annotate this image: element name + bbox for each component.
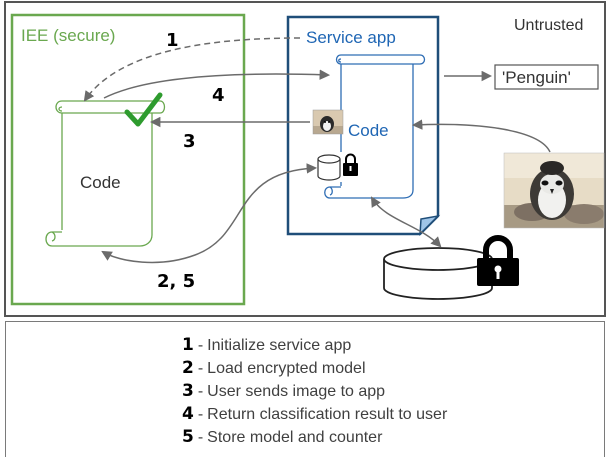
legend-item-separator: - [197,337,204,354]
legend-item-separator: - [197,406,204,423]
penguin-input-image [504,153,604,228]
untrusted-region [4,1,606,317]
legend-item: 1-Initialize service app [182,334,447,357]
user-sends-image-arrow [411,119,551,153]
large-lock-icon [477,235,519,286]
legend-item-text: Store model and counter [207,429,383,446]
legend-item-number: 2 [182,358,194,378]
legend-item-number: 4 [182,404,194,424]
storage-arrow [370,196,442,248]
legend-item: 5-Store model and counter [182,426,447,449]
legend-item-separator: - [197,383,204,400]
return-result-to-service-arrow [103,69,331,99]
service-code-label: Code [348,121,389,140]
initialize-arrow [83,37,301,102]
step-label-load-store: 2, 5 [157,271,195,292]
step-label-return-result: 4 [212,85,225,106]
legend-item: 2-Load encrypted model [182,357,447,380]
step-label-initialize: 1 [166,30,179,51]
legend-item-text: Initialize service app [207,337,352,354]
classification-output-label: 'Penguin' [502,68,571,87]
legend-item-text: Load encrypted model [207,360,366,377]
service-app-label: Service app [306,28,396,47]
classification-output-box [494,64,599,90]
step-label-send-image: 3 [183,131,196,152]
iee-secure-region [10,13,246,306]
penguin-thumbnail-image [313,110,343,134]
legend-item: 4-Return classification result to user [182,403,447,426]
legend-item-number: 3 [182,381,194,401]
legend-item-separator: - [197,360,204,377]
page-fold-icon [419,214,441,236]
legend-item: 3-User sends image to app [182,380,447,403]
iee-label: IEE (secure) [21,26,115,45]
encrypted-database-icon [383,247,493,300]
legend-item-number: 1 [182,335,194,355]
legend-item-separator: - [197,429,204,446]
load-store-model-arrow [101,163,318,264]
small-lock-icon [343,153,358,176]
legend-item-number: 5 [182,427,194,447]
checkmark-icon [124,92,163,127]
untrusted-label: Untrusted [514,17,583,34]
encrypted-model-store-icon [317,154,341,181]
iee-code-label: Code [80,173,121,192]
legend-item-text: Return classification result to user [207,406,448,423]
legend-item-text: User sends image to app [207,383,386,400]
